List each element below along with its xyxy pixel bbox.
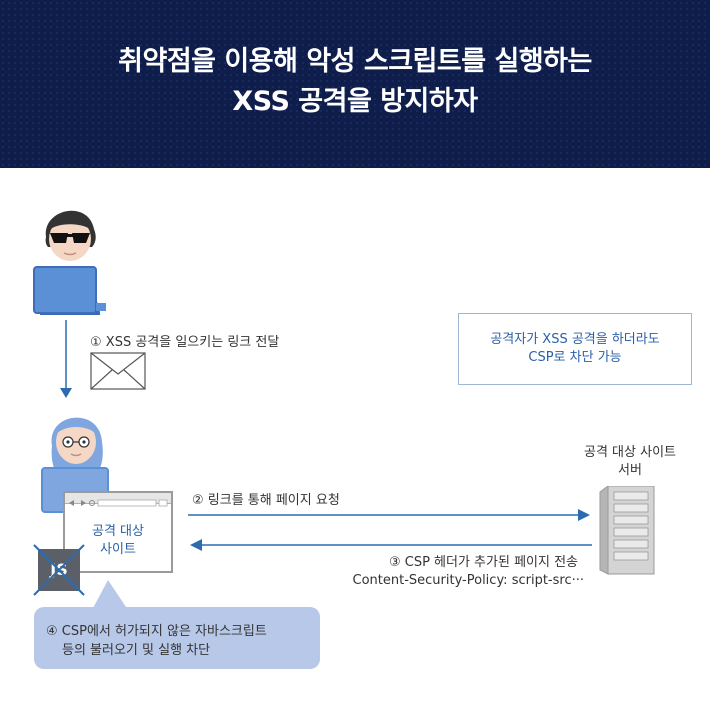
envelope-icon xyxy=(90,352,146,390)
server-label: 공격 대상 사이트 서버 xyxy=(560,444,700,480)
browser-controls-icon xyxy=(69,499,168,507)
browser-label: 공격 대상 사이트 xyxy=(65,523,171,559)
bubble-tail xyxy=(92,580,128,610)
title-line-2: XSS 공격을 방지하자 xyxy=(232,86,478,117)
step3-label: ③ CSP 헤더가 추가된 페이지 전송 Content-Security-Po… xyxy=(330,554,585,590)
note-line-2: CSP로 차단 가능 xyxy=(528,350,622,365)
note-line-1: 공격자가 XSS 공격을 하더라도 xyxy=(490,332,660,347)
server-icon xyxy=(599,486,655,575)
step3-line-2: Content-Security-Policy: script-src··· xyxy=(352,573,585,588)
step4-bubble xyxy=(34,607,320,669)
server-label-line-2: 서버 xyxy=(618,463,642,478)
server-label-line-1: 공격 대상 사이트 xyxy=(584,445,676,460)
arrow-hacker-to-user xyxy=(60,320,72,398)
step4-line-1: ④ CSP에서 허가되지 않은 자바스크립트 xyxy=(46,624,267,639)
browser-label-line-1: 공격 대상 xyxy=(92,524,144,539)
arrow-response xyxy=(190,539,592,551)
step3-line-1: ③ CSP 헤더가 추가된 페이지 전송 xyxy=(388,555,578,570)
note-box: 공격자가 XSS 공격을 하더라도 CSP로 차단 가능 xyxy=(458,313,692,385)
step4-line-2: 등의 불러오기 및 실행 차단 xyxy=(62,643,211,658)
hacker-icon xyxy=(33,210,106,315)
step4-text: ④ CSP에서 허가되지 않은 자바스크립트 등의 불러오기 및 실행 차단 xyxy=(46,622,267,660)
title-line-1: 취약점을 이용해 악성 스크립트를 실행하는 xyxy=(118,46,592,77)
blocked-cross-icon xyxy=(33,544,85,596)
step2-label: ② 링크를 통해 페이지 요청 xyxy=(192,493,340,508)
browser-label-line-2: 사이트 xyxy=(100,542,136,557)
arrow-request xyxy=(188,509,590,521)
step1-label: ① XSS 공격을 일으키는 링크 전달 xyxy=(90,335,280,350)
browser-toolbar xyxy=(65,493,171,507)
page-title: 취약점을 이용해 악성 스크립트를 실행하는 XSS 공격을 방지하자 xyxy=(0,42,710,122)
browser-icon: 공격 대상 사이트 xyxy=(63,491,173,573)
header-banner: 취약점을 이용해 악성 스크립트를 실행하는 XSS 공격을 방지하자 xyxy=(0,0,710,168)
